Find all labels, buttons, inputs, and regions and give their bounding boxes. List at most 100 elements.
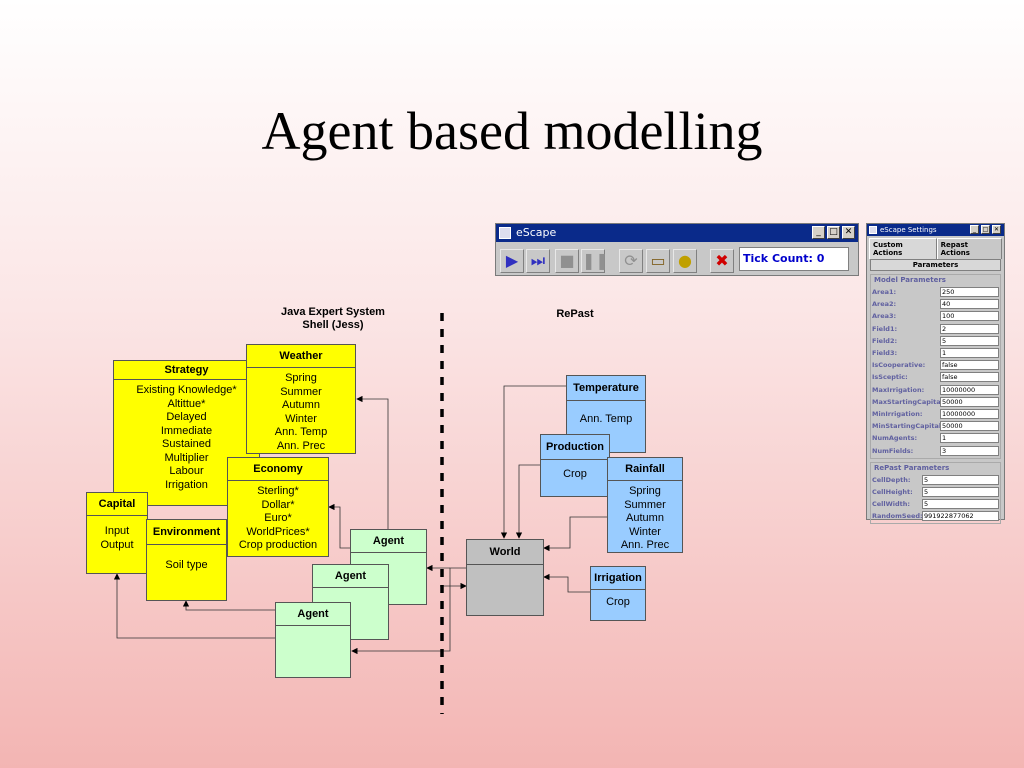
maximize-button[interactable]: □ xyxy=(981,225,990,234)
parameter-row: Field2: 5 xyxy=(872,335,999,347)
parameter-row: IsSceptic:false xyxy=(872,371,999,383)
parameter-field[interactable]: 250 xyxy=(940,287,999,298)
parameter-label: NumAgents: xyxy=(872,434,918,443)
parameter-label: CellWidth: xyxy=(872,500,911,509)
economy-box: Economy Sterling* Dollar* Euro* WorldPri… xyxy=(227,457,329,557)
parameter-row: CellHeight: 5 xyxy=(872,486,999,498)
parameter-field[interactable]: 10000000 xyxy=(940,384,999,395)
rainfall-title: Rainfall xyxy=(608,458,682,481)
parameter-label: Field2: xyxy=(872,336,898,345)
environment-body: Soil type xyxy=(165,559,208,571)
tab-repast-actions[interactable]: Repast Actions xyxy=(936,238,1002,259)
repast-parameters-title: RePast Parameters xyxy=(874,463,950,472)
parameter-row: MaxIrrigation: 10000000 xyxy=(872,384,999,396)
tick-count-display: Tick Count: 0 xyxy=(739,247,849,271)
minimize-button[interactable]: _ xyxy=(970,225,979,234)
parameter-label: MinIrrigation: xyxy=(872,409,923,418)
parameter-label: CellHeight: xyxy=(872,487,913,496)
app-icon xyxy=(869,226,877,234)
parameter-field[interactable]: 10000000 xyxy=(940,408,999,419)
rainfall-body: Spring Summer Autumn Winter Ann. Prec xyxy=(620,485,670,551)
parameter-label: IsCooperative: xyxy=(872,361,926,370)
parameter-field[interactable]: 5 xyxy=(922,486,999,497)
parameter-row: MaxStartingCapital:50000 xyxy=(872,396,999,408)
parameter-row: Area3: 100 xyxy=(872,310,999,322)
parameter-field[interactable]: 5 xyxy=(940,335,999,346)
parameter-label: Field3: xyxy=(872,349,898,358)
escape-titlebar[interactable]: eScape _ □ ✕ xyxy=(496,224,858,242)
parameter-label: Field1: xyxy=(872,324,898,333)
parameter-label: Area1: xyxy=(872,288,897,297)
lightbulb-icon[interactable]: ● xyxy=(673,249,697,273)
parameter-row: Field3: 1 xyxy=(872,347,999,359)
parameter-row: CellWidth: 5 xyxy=(872,498,999,510)
maximize-button[interactable]: □ xyxy=(827,226,840,239)
parameter-field[interactable]: 100 xyxy=(940,311,999,322)
parameter-field[interactable]: 5 xyxy=(922,474,999,485)
world-box: World xyxy=(466,539,544,616)
pause-icon[interactable]: ❚❚ xyxy=(581,249,609,273)
parameter-field[interactable]: 1 xyxy=(940,433,999,444)
tab-custom-actions[interactable]: Custom Actions xyxy=(869,238,937,259)
economy-body: Sterling* Dollar* Euro* WorldPrices* Cro… xyxy=(238,485,318,551)
parameter-row: MinStartingCapital:50000 xyxy=(872,420,999,432)
environment-box: Environment Soil type xyxy=(146,519,227,601)
parameter-row: NumAgents: 1 xyxy=(872,432,999,444)
temperature-body: Ann. Temp xyxy=(579,413,633,425)
capital-box: Capital Input Output xyxy=(86,492,148,574)
capital-body: Input Output xyxy=(100,525,134,551)
parameter-field[interactable]: 50000 xyxy=(940,421,999,432)
parameter-label: MaxIrrigation: xyxy=(872,385,925,394)
parameter-row: IsCooperative: false xyxy=(872,359,999,371)
exit-icon[interactable]: ✖ xyxy=(710,249,734,273)
agent-box: Agent xyxy=(275,602,351,678)
escape-window-title: eScape xyxy=(516,226,557,239)
close-button[interactable]: ✕ xyxy=(842,226,855,239)
play-icon[interactable]: ▶ xyxy=(500,249,524,273)
slide-title: Agent based modelling xyxy=(261,101,763,161)
weather-title: Weather xyxy=(247,345,355,368)
parameter-field[interactable]: 2 xyxy=(940,323,999,334)
parameter-field[interactable]: 3 xyxy=(940,445,999,456)
production-box: Production Crop xyxy=(540,434,610,497)
temperature-title: Temperature xyxy=(567,376,645,401)
escape-window: eScape _ □ ✕ ▶ ⏭ ■ ❚❚ ⟳ ▭ ● ✖ Tick Count… xyxy=(495,223,859,276)
refresh-icon[interactable]: ⟳ xyxy=(619,249,643,273)
close-button[interactable]: ✕ xyxy=(992,225,1001,234)
parameter-row: NumFields: 3 xyxy=(872,444,999,456)
app-icon xyxy=(499,227,511,239)
agent-title: Agent xyxy=(351,530,426,553)
economy-title: Economy xyxy=(228,458,328,481)
parameter-row: RandomSeed:991922877062 xyxy=(872,510,999,522)
parameter-row: CellDepth: 5 xyxy=(872,474,999,486)
parameter-field[interactable]: false xyxy=(940,372,999,383)
stop-icon[interactable]: ■ xyxy=(555,249,579,273)
strategy-body: Existing Knowledge* Altittue* Delayed Im… xyxy=(136,384,237,491)
parameter-label: Area3: xyxy=(872,312,897,321)
parameter-field[interactable]: 1 xyxy=(940,348,999,359)
parameter-row: MinIrrigation: 10000000 xyxy=(872,408,999,420)
step-icon[interactable]: ⏭ xyxy=(526,249,550,273)
open-folder-icon[interactable]: ▭ xyxy=(646,249,670,273)
irrigation-title: Irrigation xyxy=(591,567,645,590)
minimize-button[interactable]: _ xyxy=(812,226,825,239)
parameter-field[interactable]: 5 xyxy=(922,499,999,510)
parameter-field[interactable]: 991922877062 xyxy=(922,511,999,522)
irrigation-box: Irrigation Crop xyxy=(590,566,646,621)
parameter-field[interactable]: false xyxy=(940,360,999,371)
repast-caption: RePast xyxy=(556,308,594,320)
parameter-field[interactable]: 40 xyxy=(940,299,999,310)
parameter-label: MaxStartingCapital: xyxy=(872,397,940,406)
weather-box: Weather Spring Summer Autumn Winter Ann.… xyxy=(246,344,356,454)
parameter-label: CellDepth: xyxy=(872,475,911,484)
settings-titlebar[interactable]: eScape Settings _ □ ✕ xyxy=(867,224,1004,236)
parameter-label: NumFields: xyxy=(872,446,914,455)
world-title: World xyxy=(467,540,543,565)
irrigation-body: Crop xyxy=(606,596,630,608)
tab-parameters[interactable]: Parameters xyxy=(870,259,1001,271)
parameter-label: RandomSeed: xyxy=(872,512,922,521)
parameter-field[interactable]: 50000 xyxy=(940,396,999,407)
